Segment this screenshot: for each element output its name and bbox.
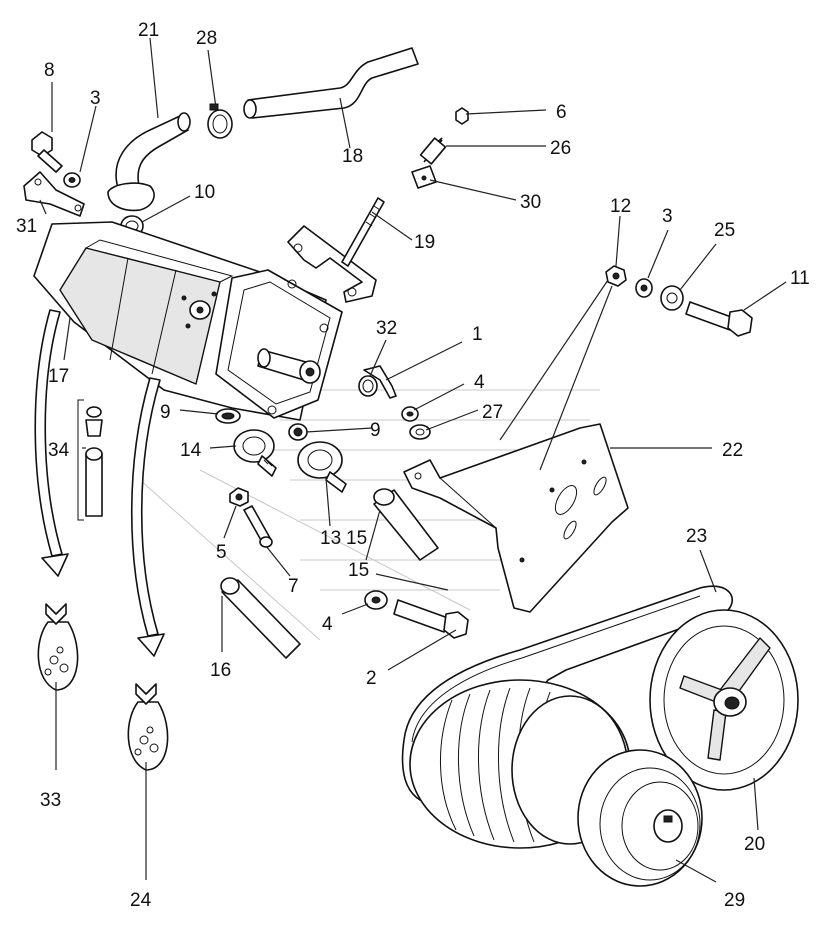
callout-13: 13 bbox=[320, 528, 341, 549]
callout-10: 10 bbox=[194, 182, 215, 203]
clamp-plate-19 bbox=[287, 197, 385, 303]
callout-28: 28 bbox=[196, 28, 217, 49]
clamp-28 bbox=[207, 103, 233, 139]
hose-18 bbox=[243, 47, 419, 119]
callout-1: 1 bbox=[472, 324, 483, 345]
pulley-29 bbox=[577, 749, 703, 887]
arrow-to-bag-24 bbox=[130, 377, 165, 657]
callout-8: 8 bbox=[44, 60, 55, 81]
callout-12: 12 bbox=[610, 196, 631, 217]
parts-bag-24 bbox=[127, 683, 169, 771]
callout-22: 22 bbox=[722, 440, 743, 461]
bracket-31 bbox=[23, 171, 85, 217]
bracket-22 bbox=[403, 423, 629, 613]
bolt-8 bbox=[31, 131, 63, 173]
callout-26: 26 bbox=[550, 138, 571, 159]
callout-25: 25 bbox=[714, 220, 735, 241]
fitting-13 bbox=[297, 441, 347, 493]
callout-labels: 1 2 3 3 4 4 5 6 7 8 9 9 10 11 12 13 14 1… bbox=[16, 20, 810, 911]
callout-3-right: 3 bbox=[662, 206, 673, 227]
washer-3-top bbox=[63, 172, 81, 188]
callout-31: 31 bbox=[16, 216, 37, 237]
callout-17: 17 bbox=[48, 366, 69, 387]
oring-9-left bbox=[215, 408, 241, 424]
washer-4-top bbox=[401, 406, 419, 422]
bolt-11 bbox=[685, 301, 753, 337]
bolt-2 bbox=[393, 599, 469, 639]
washer-3-right bbox=[635, 278, 653, 298]
oring-9-right bbox=[288, 423, 308, 441]
pulley-20 bbox=[649, 609, 799, 791]
callout-11: 11 bbox=[790, 268, 810, 289]
hose-21 bbox=[107, 112, 191, 212]
callout-21: 21 bbox=[138, 20, 159, 41]
nut-12 bbox=[605, 265, 627, 287]
bolt-1 bbox=[363, 365, 397, 399]
callout-32: 32 bbox=[376, 318, 397, 339]
pipe-15 bbox=[373, 488, 439, 561]
washer-27 bbox=[409, 424, 431, 440]
callout-4-top: 4 bbox=[474, 372, 485, 393]
pump-body-17 bbox=[33, 221, 343, 421]
pipe-16 bbox=[220, 577, 301, 659]
screw-7 bbox=[243, 505, 273, 548]
arrow-to-bag-33 bbox=[34, 309, 69, 577]
callout-5: 5 bbox=[216, 542, 227, 563]
callout-3-top: 3 bbox=[90, 88, 101, 109]
nut-5 bbox=[229, 487, 249, 507]
bracket-30 bbox=[411, 165, 437, 189]
leader-lines bbox=[39, 37, 787, 883]
oring-32 bbox=[358, 375, 378, 397]
callout-15-lower: 15 bbox=[348, 560, 369, 581]
callout-29: 29 bbox=[724, 890, 745, 911]
callout-19: 19 bbox=[414, 232, 435, 253]
callout-15-upper: 15 bbox=[346, 528, 367, 549]
callout-7: 7 bbox=[288, 576, 299, 597]
fitting-14 bbox=[233, 429, 277, 477]
callout-23: 23 bbox=[686, 526, 707, 547]
callout-9-right: 9 bbox=[370, 420, 381, 441]
callout-27: 27 bbox=[482, 402, 503, 423]
callout-18: 18 bbox=[342, 146, 363, 167]
callout-2: 2 bbox=[366, 668, 377, 689]
callout-30: 30 bbox=[520, 192, 541, 213]
callout-9-left: 9 bbox=[160, 402, 171, 423]
callout-33: 33 bbox=[40, 790, 61, 811]
washer-25 bbox=[660, 285, 684, 311]
callout-6: 6 bbox=[556, 102, 567, 123]
nut-6 bbox=[455, 107, 469, 125]
hose-34 bbox=[77, 399, 103, 521]
callout-16: 16 bbox=[210, 660, 231, 681]
callout-34: 34 bbox=[48, 440, 70, 461]
parts-bag-33 bbox=[37, 603, 79, 691]
spring-26 bbox=[419, 137, 447, 165]
callout-4-bottom: 4 bbox=[322, 614, 333, 635]
callout-24: 24 bbox=[130, 890, 152, 911]
callout-14: 14 bbox=[180, 440, 202, 461]
washer-4-bottom bbox=[364, 590, 388, 610]
callout-20: 20 bbox=[744, 834, 765, 855]
